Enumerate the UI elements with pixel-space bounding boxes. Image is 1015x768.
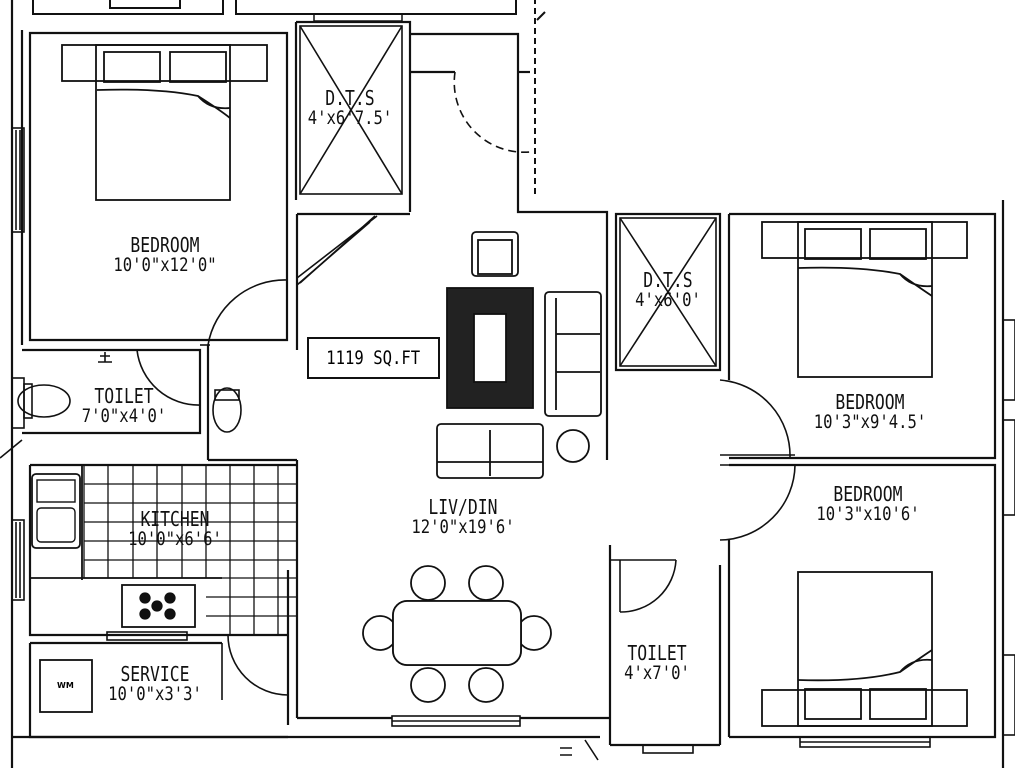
room-dim: 4'x7'0' [624, 662, 690, 684]
toilet1-label: TOILET 7'0"x4'0' [73, 386, 176, 427]
dts1-label: D.T.S 4'x6'7.5' [299, 88, 402, 129]
room-dim: 4'x6'0' [635, 289, 701, 311]
bed2-label: BEDROOM 10'3"x9'4.5' [801, 392, 938, 433]
bed3-label: BEDROOM 10'3"x10'6' [805, 484, 931, 525]
room-dim: 10'0"x12'0" [113, 254, 217, 276]
room-name: TOILET [94, 384, 154, 408]
dts2-label: D.T.S 4'x6'0' [628, 270, 708, 311]
area-text: 1119 SQ.FT [326, 347, 421, 369]
room-name: BEDROOM [833, 482, 903, 506]
toilet-fixtures [17, 352, 242, 433]
washing-machine-label: WM [57, 681, 74, 690]
dts-shafts [299, 25, 717, 367]
living-furniture [362, 231, 602, 703]
windows [0, 127, 1015, 761]
room-dim: 10'0"x6'6' [128, 528, 222, 550]
room-dim: 4'x6'7.5' [307, 107, 393, 129]
room-name: BEDROOM [835, 390, 905, 414]
room-dim: 7'0"x4'0' [81, 405, 167, 427]
liv-label: LIV/DIN 12'0"x19'6' [400, 497, 526, 538]
room-dim: 10'0"x3'3' [108, 683, 202, 705]
top-fixtures [32, 0, 546, 194]
room-name: LIV/DIN [428, 495, 498, 519]
bed-furniture [61, 44, 968, 727]
bed1-label: BEDROOM 10'0"x12'0" [102, 235, 228, 276]
room-name: SERVICE [120, 662, 190, 686]
doors [136, 71, 796, 700]
room-dim: 12'0"x19'6' [411, 516, 515, 538]
room-name: D.T.S [643, 268, 693, 292]
room-dim: 10'3"x9'4.5' [813, 411, 927, 433]
room-name: D.T.S [325, 86, 375, 110]
room-name: KITCHEN [140, 507, 210, 531]
service-label: SERVICE 10'0"x3'3' [98, 664, 212, 705]
area-box: 1119 SQ.FT [307, 337, 440, 379]
room-name: BEDROOM [130, 233, 200, 257]
kitchen-fixtures [30, 465, 297, 713]
kitchen-label: KITCHEN 10'0"x6'6' [118, 509, 232, 550]
room-name: TOILET [627, 641, 687, 665]
room-dim: 10'3"x10'6' [816, 503, 920, 525]
toilet2-label: TOILET 4'x7'0' [617, 643, 697, 684]
